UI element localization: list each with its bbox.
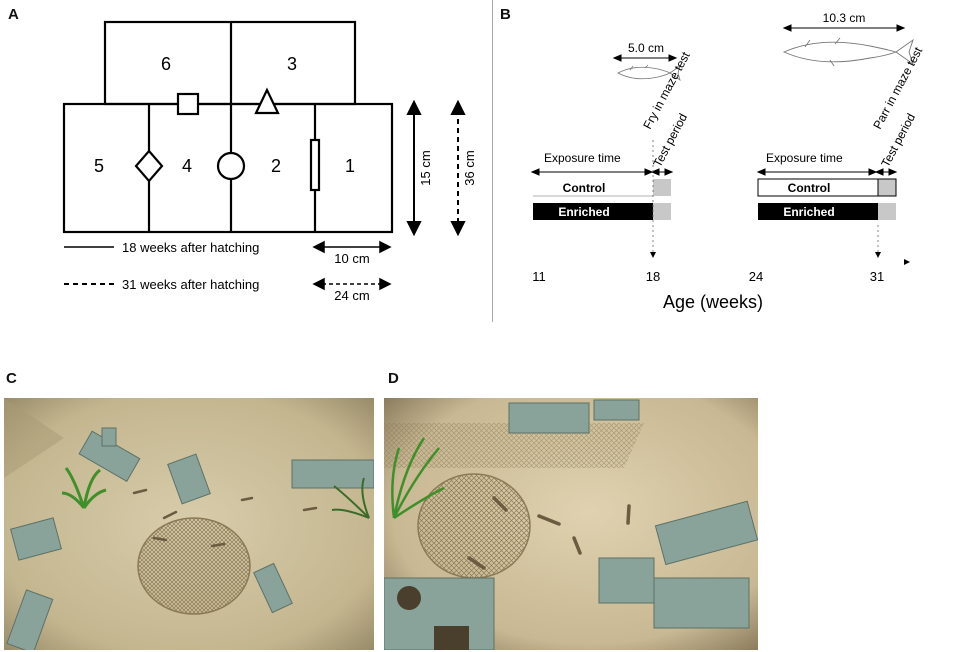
panel-d-letter: D <box>388 370 399 387</box>
square-door <box>176 92 200 116</box>
pipe-block-d3 <box>654 500 758 566</box>
test-period-bar-enriched-2 <box>878 203 896 220</box>
control-bar-1 <box>533 179 653 196</box>
test-period-bar-enriched-1 <box>653 203 671 220</box>
panel-separator <box>492 0 493 322</box>
triangle-door <box>254 87 280 115</box>
age-axis-label: Age (weeks) <box>663 292 763 312</box>
fry-length-label: 5.0 cm <box>628 41 664 55</box>
maze-diagram: 1 2 3 4 5 6 15 cm 36 cm 18 weeks after h… <box>62 20 477 300</box>
exposure-label-2: Exposure time <box>766 151 843 165</box>
legend-dashed-text: 31 weeks after hatching <box>122 277 259 292</box>
plant-d1 <box>391 437 445 520</box>
photo-parr-tank <box>384 398 758 650</box>
panel-c-letter: C <box>6 370 17 387</box>
pipe-block-c2 <box>167 453 211 505</box>
compartment-5: 5 <box>94 156 104 176</box>
maze-main-body <box>62 102 394 234</box>
compartment-1: 1 <box>345 156 355 176</box>
pipe-block-c6 <box>6 589 54 650</box>
pipe-block-c4 <box>9 517 63 561</box>
pipe-block-d5 <box>653 577 750 629</box>
control-label-2: Control <box>788 181 831 195</box>
circle-door <box>216 151 246 181</box>
panel-b-letter: B <box>500 6 511 23</box>
exposure-label-1: Exposure time <box>544 151 621 165</box>
enriched-label-2: Enriched <box>783 205 834 219</box>
compartment-4: 4 <box>182 156 192 176</box>
mesh-top-d <box>384 423 644 468</box>
tick-24: 24 <box>749 269 763 284</box>
enriched-bar-1 <box>533 203 653 220</box>
plant-c2 <box>331 477 370 519</box>
compartment-2: 2 <box>271 156 281 176</box>
mesh-disc-c <box>137 517 251 615</box>
parr-length-label: 10.3 cm <box>823 11 866 25</box>
photo-fry-tank <box>4 398 374 650</box>
tick-31: 31 <box>870 269 884 284</box>
enriched-label-1: Enriched <box>558 205 609 219</box>
width-label-24: 24 cm <box>334 288 369 300</box>
test-period-bar-control-2 <box>877 178 897 197</box>
height-label-36: 36 cm <box>462 150 477 185</box>
panel-a-letter: A <box>8 6 19 23</box>
tick-18: 18 <box>646 269 660 284</box>
pipe-block-c3 <box>291 459 374 489</box>
pipe-block-d2 <box>593 399 640 421</box>
pipe-hole-d <box>397 586 421 610</box>
control-label-1: Control <box>563 181 606 195</box>
pipe-block-d4 <box>598 557 655 604</box>
legend-solid-text: 18 weeks after hatching <box>122 240 259 255</box>
pipe-chimney-c1 <box>101 427 117 447</box>
tick-11: 11 <box>532 269 546 284</box>
slot-door <box>309 138 321 192</box>
enriched-bar-2 <box>758 203 878 220</box>
diamond-door <box>134 149 164 183</box>
plant-c1 <box>61 467 107 509</box>
pipe-block-d1 <box>508 402 590 434</box>
compartment-6: 6 <box>161 54 171 74</box>
fry-fish-icon <box>617 64 681 81</box>
height-label-15: 15 cm <box>418 150 433 185</box>
parr-fish-icon <box>782 37 914 67</box>
timeline-diagram: 5.0 cm 10.3 cm Fry in maze test Parr in … <box>530 11 926 312</box>
test-period-bar-control-1 <box>653 179 671 196</box>
compartment-3: 3 <box>287 54 297 74</box>
pipe-block-c5 <box>253 562 293 614</box>
width-label-10: 10 cm <box>334 251 369 266</box>
